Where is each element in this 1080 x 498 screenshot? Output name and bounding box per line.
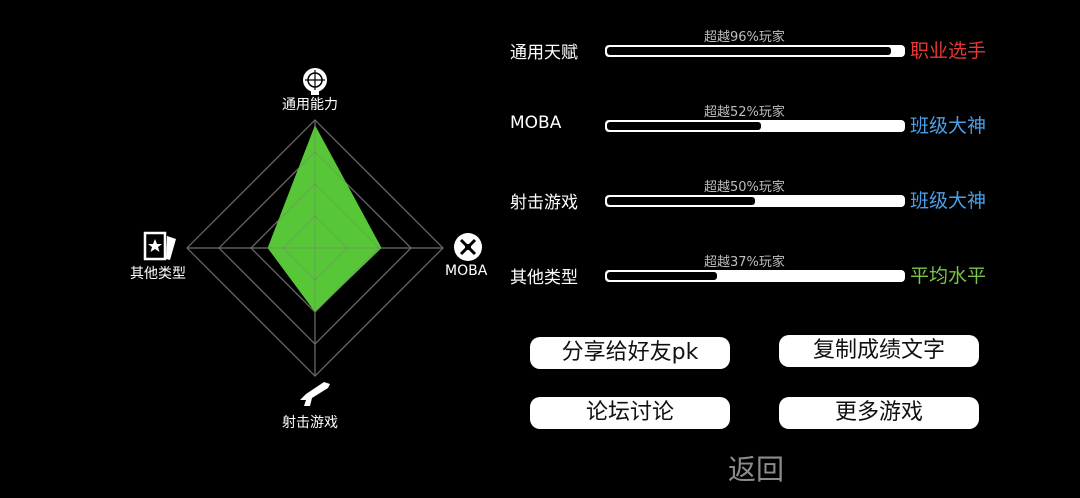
card-icon xyxy=(142,230,178,266)
radar-axis-label-other: 其他类型 xyxy=(130,266,186,282)
stat-name: 射击游戏 xyxy=(510,193,578,213)
stat-row-moba: MOBA 超越52%玩家 班级大神 xyxy=(508,101,1008,141)
stat-percentile: 超越37%玩家 xyxy=(704,255,785,270)
radar-axis-label-general: 通用能力 xyxy=(282,97,338,113)
stat-percentile: 超越50%玩家 xyxy=(704,180,785,195)
radar-axis-label-shooter: 射击游戏 xyxy=(282,415,338,431)
stat-row-other: 其他类型 超越37%玩家 平均水平 xyxy=(508,251,1008,291)
radar-ring xyxy=(218,151,412,345)
stat-percentile: 超越96%玩家 xyxy=(704,30,785,45)
head-icon xyxy=(300,66,330,100)
radar-value-polygon xyxy=(267,125,382,313)
progress-bar-fill xyxy=(607,47,891,55)
progress-bar xyxy=(605,195,905,207)
radar-ring xyxy=(282,215,348,281)
stat-name: 通用天赋 xyxy=(510,43,578,63)
radar-ring xyxy=(250,183,380,313)
progress-bar xyxy=(605,270,905,282)
radar-grid-overlay xyxy=(186,119,444,377)
copy-result-text-button[interactable]: 复制成绩文字 xyxy=(779,335,979,367)
progress-bar-fill xyxy=(607,122,761,130)
stat-rank: 平均水平 xyxy=(910,265,987,287)
progress-bar xyxy=(605,120,905,132)
stat-rank: 职业选手 xyxy=(910,40,987,62)
stat-name: MOBA xyxy=(510,113,562,133)
progress-bar-fill xyxy=(607,272,717,280)
stat-percentile: 超越52%玩家 xyxy=(704,105,785,120)
stat-row-general: 通用天赋 超越96%玩家 职业选手 xyxy=(508,26,1008,66)
back-button[interactable]: 返回 xyxy=(706,448,806,488)
radar-chart: 通用能力 MOBA 射击游戏 其他类型 xyxy=(120,60,510,440)
radar-axis-label-moba: MOBA xyxy=(445,263,488,279)
more-games-button[interactable]: 更多游戏 xyxy=(779,397,979,429)
gun-icon xyxy=(298,378,332,412)
share-to-friend-button[interactable]: 分享给好友pk xyxy=(530,337,730,369)
sword-icon xyxy=(453,232,483,266)
stat-rank: 班级大神 xyxy=(910,115,987,137)
progress-bar xyxy=(605,45,905,57)
stat-row-shooter: 射击游戏 超越50%玩家 班级大神 xyxy=(508,176,1008,216)
stat-name: 其他类型 xyxy=(510,268,578,288)
radar-svg xyxy=(186,119,444,377)
forum-button[interactable]: 论坛讨论 xyxy=(530,397,730,429)
stat-rank: 班级大神 xyxy=(910,190,987,212)
radar-ring xyxy=(186,119,444,377)
progress-bar-fill xyxy=(607,197,755,205)
